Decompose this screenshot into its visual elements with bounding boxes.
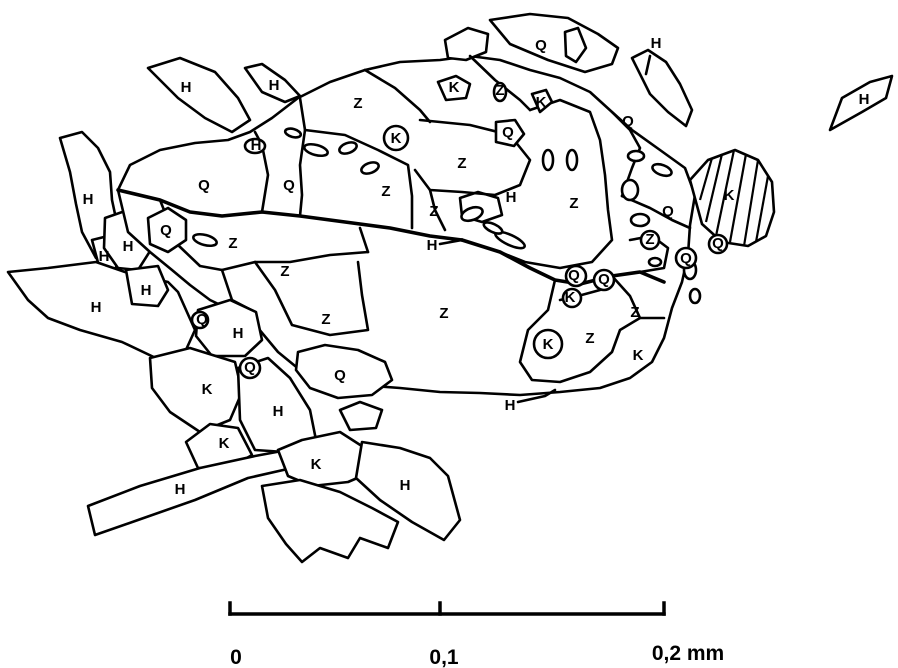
label-q: Q bbox=[196, 311, 208, 328]
label-h: H bbox=[123, 238, 134, 255]
grain-h-top-left bbox=[148, 58, 250, 132]
label-h: H bbox=[506, 189, 517, 206]
label-k: K bbox=[536, 94, 547, 111]
label-q: Q bbox=[680, 250, 692, 267]
label-z: Z bbox=[585, 330, 594, 347]
label-h: H bbox=[859, 91, 870, 108]
label-h: H bbox=[175, 481, 186, 498]
label-h: H bbox=[83, 191, 94, 208]
grain-lower-wisp bbox=[340, 402, 382, 430]
label-q: Q bbox=[334, 367, 346, 384]
label-z: Z bbox=[495, 82, 504, 99]
scale-bar: 0 0,1 0,2 mm bbox=[230, 603, 724, 668]
label-z: Z bbox=[457, 155, 466, 172]
label-k: K bbox=[449, 79, 460, 96]
label-q: Q bbox=[662, 203, 674, 220]
label-z: Z bbox=[228, 235, 237, 252]
label-k: K bbox=[391, 130, 402, 147]
label-k: K bbox=[311, 456, 322, 473]
label-h: H bbox=[181, 79, 192, 96]
label-z: Z bbox=[321, 311, 330, 328]
label-k: K bbox=[724, 187, 735, 204]
label-q: Q bbox=[598, 271, 610, 288]
label-h: H bbox=[251, 137, 262, 154]
grain-h-left-spike bbox=[8, 262, 195, 360]
label-q: Q bbox=[198, 177, 210, 194]
label-z: Z bbox=[630, 304, 639, 321]
grain-top-edge bbox=[445, 28, 488, 60]
scale-label-0: 0 bbox=[230, 646, 242, 668]
label-k: K bbox=[202, 381, 213, 398]
label-h: H bbox=[91, 299, 102, 316]
label-q: Q bbox=[535, 37, 547, 54]
label-z: Z bbox=[353, 95, 362, 112]
label-q: Q bbox=[160, 222, 172, 239]
label-q: Q bbox=[283, 177, 295, 194]
label-h: H bbox=[273, 403, 284, 420]
label-h: H bbox=[141, 282, 152, 299]
label-h: H bbox=[651, 35, 662, 52]
label-z: Z bbox=[569, 195, 578, 212]
scale-label-2: 0,2 mm bbox=[652, 642, 724, 665]
label-k: K bbox=[219, 435, 230, 452]
label-k: K bbox=[633, 347, 644, 364]
label-h: H bbox=[269, 77, 280, 94]
label-q: Q bbox=[622, 113, 634, 130]
grain-h-top-far-right bbox=[632, 50, 692, 126]
label-k: K bbox=[543, 336, 554, 353]
label-q: Q bbox=[244, 359, 256, 376]
label-k: K bbox=[565, 289, 576, 306]
label-z: Z bbox=[381, 183, 390, 200]
label-h: H bbox=[233, 325, 244, 342]
scale-label-1: 0,1 bbox=[429, 646, 459, 668]
label-z: Z bbox=[645, 231, 654, 248]
label-z: Z bbox=[429, 203, 438, 220]
grain-k-lower-left bbox=[150, 348, 242, 432]
label-q: Q bbox=[568, 267, 580, 284]
label-q: Q bbox=[502, 124, 514, 141]
label-h: H bbox=[427, 237, 438, 254]
label-z: Z bbox=[439, 305, 448, 322]
label-h: H bbox=[505, 397, 516, 414]
label-z: Z bbox=[280, 263, 289, 280]
label-h: H bbox=[400, 477, 411, 494]
label-q: Q bbox=[712, 235, 724, 252]
label-h: H bbox=[99, 248, 110, 265]
